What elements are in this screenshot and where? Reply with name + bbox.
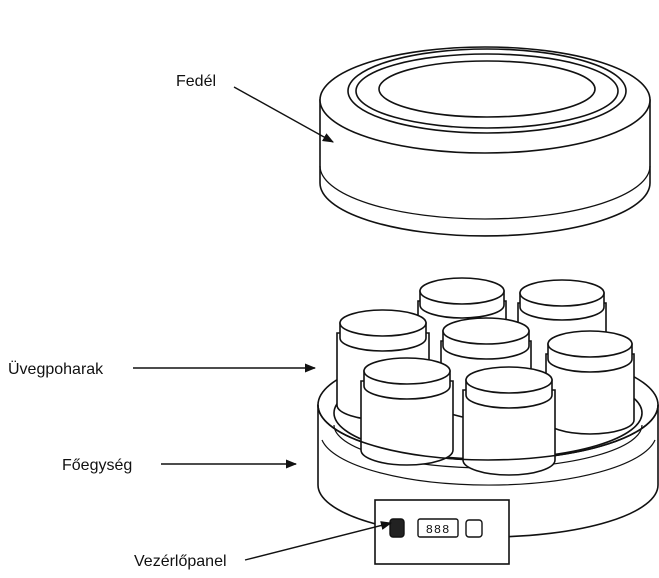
- callout-arrows: [133, 86, 393, 561]
- glass-jars: [336, 277, 635, 476]
- label-base-unit: Főegység: [62, 457, 133, 474]
- control-panel: 888: [374, 499, 510, 565]
- jar: [360, 357, 454, 466]
- label-lid: Fedél: [176, 73, 217, 90]
- power-button[interactable]: [389, 518, 405, 538]
- lid: [319, 46, 651, 237]
- display-digits: 888: [426, 523, 451, 537]
- label-jars: Üvegpoharak: [8, 361, 104, 378]
- label-control-panel: Vezérlőpanel: [134, 553, 227, 570]
- panel-arrow: [244, 521, 393, 561]
- display: [417, 518, 459, 538]
- jar: [462, 366, 556, 476]
- jar: [545, 330, 635, 435]
- lid-arrow: [233, 86, 334, 143]
- menu-button[interactable]: [465, 519, 483, 538]
